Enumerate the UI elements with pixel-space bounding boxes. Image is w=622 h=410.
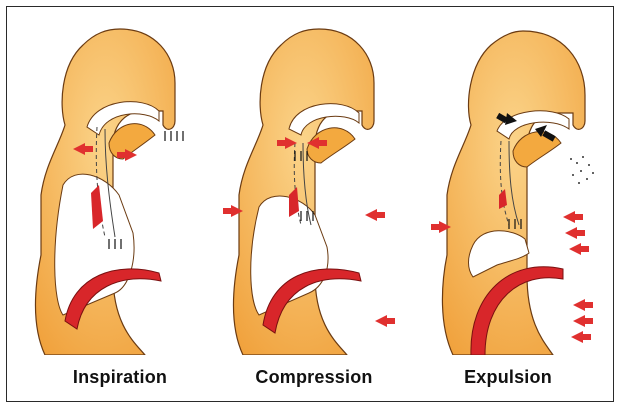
figure-frame: Inspiration [6, 6, 614, 402]
panel-compression [219, 25, 409, 355]
inspiration-diagram [25, 25, 215, 355]
caption-expulsion: Expulsion [413, 367, 603, 388]
caption-compression: Compression [219, 367, 409, 388]
expelled-droplets [570, 156, 594, 184]
expulsion-diagram [413, 25, 603, 355]
caption-inspiration: Inspiration [25, 367, 215, 388]
body-silhouette [442, 31, 585, 355]
compression-diagram [219, 25, 409, 355]
panel-expulsion [413, 25, 603, 355]
panel-inspiration [25, 25, 215, 355]
